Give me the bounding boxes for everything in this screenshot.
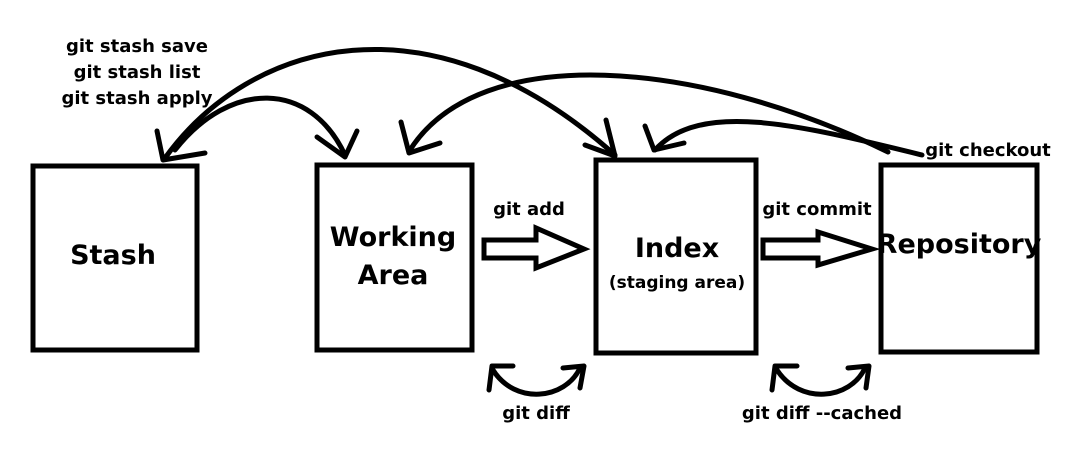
git-stash-save-label: git stash save [66, 36, 208, 57]
repository-label: Repository [877, 229, 1042, 260]
git-diff-cached-label: git diff --cached [742, 403, 902, 424]
git-diff-double-arrow [490, 365, 583, 397]
git-checkout-label: git checkout [925, 140, 1051, 161]
git-diff-cached-double-arrow [774, 365, 868, 397]
index-sublabel: (staging area) [609, 273, 745, 293]
working-arrowhead-from-stash [314, 128, 360, 160]
working-area-label-line2: Area [358, 260, 429, 291]
index-label: Index [635, 233, 719, 264]
stash-box [30, 163, 200, 353]
git-stash-list-label: git stash list [74, 62, 201, 83]
git-diff-right-arrowhead [560, 363, 587, 391]
git-diff-label: git diff [502, 403, 570, 424]
git-stash-apply-label: git stash apply [61, 88, 212, 109]
working-arrowhead-from-checkout [398, 119, 443, 156]
git-diff-cached-left-arrowhead [769, 363, 800, 393]
git-diff-left-arrowhead [486, 363, 516, 393]
working-area-box [314, 162, 475, 353]
index-arrowhead-from-stash [582, 117, 618, 159]
stash-label: Stash [70, 240, 156, 271]
index-box [593, 157, 759, 356]
index-arrowhead-from-checkout [642, 123, 687, 153]
git-add-label: git add [493, 199, 565, 220]
git-commit-arrow [760, 228, 881, 269]
git-diff-cached-right-arrowhead [845, 363, 872, 391]
checkout-to-working-arc [407, 72, 891, 155]
stash-arrowhead [154, 128, 208, 163]
stash-to-index-arc [162, 47, 618, 161]
working-area-label-line1: Working [330, 222, 456, 253]
checkout-to-index-arc [652, 119, 925, 158]
stash-to-working-arc [172, 95, 348, 158]
repository-box [878, 162, 1040, 355]
git-commit-label: git commit [762, 199, 872, 220]
git-add-arrow [481, 224, 591, 272]
